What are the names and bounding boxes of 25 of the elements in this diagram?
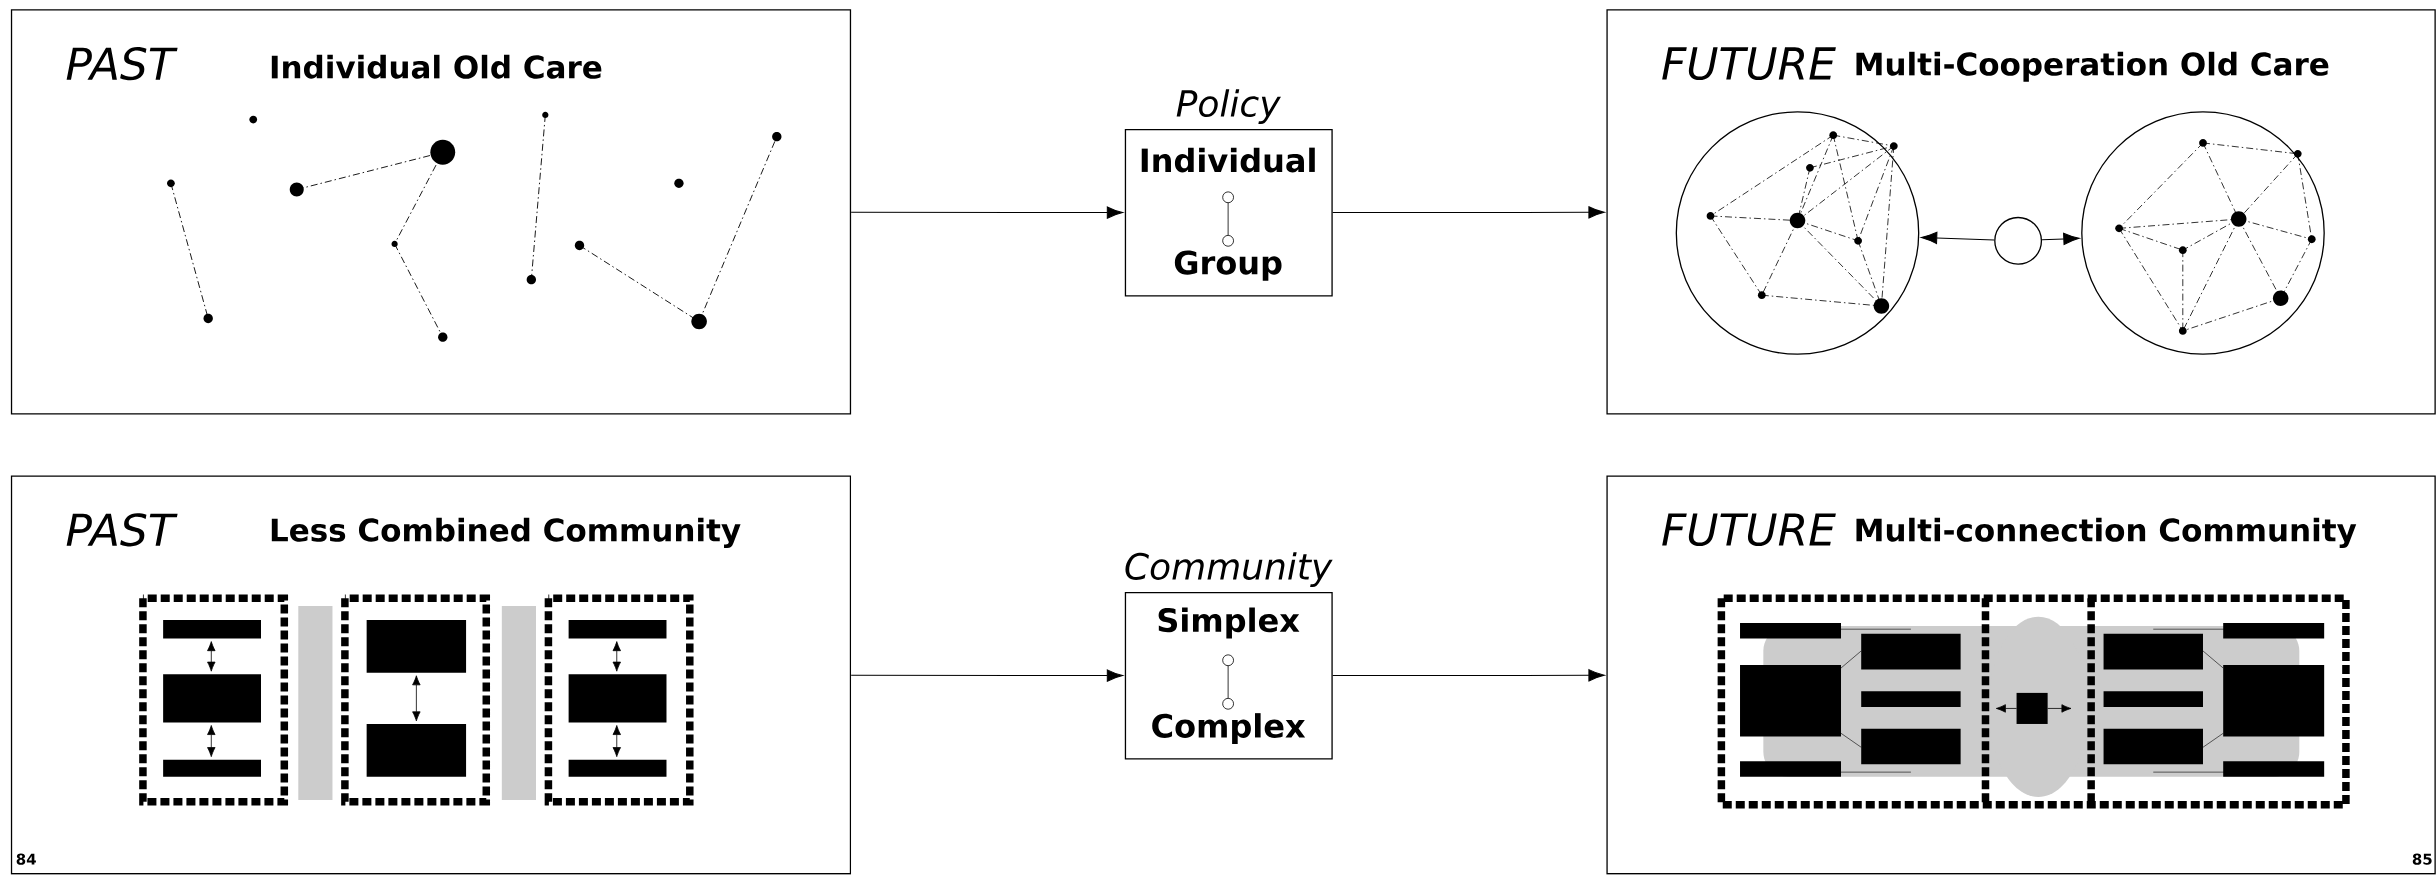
heading: FUTURE [1662,47,1836,81]
page-number: 85 [2412,853,2432,865]
circle [1675,111,1920,356]
heading: PAST [66,47,178,81]
heading: Policy [1176,89,1281,125]
circle [2081,111,2325,356]
arrow [2041,232,2080,246]
page-number: 84 [16,853,36,865]
heading: FUTURE [1662,513,1836,547]
option-label: Complex [1152,713,1306,745]
title: Less Combined Community [271,517,741,549]
arrow [850,206,1124,219]
arrow [1332,669,1605,682]
option-label: Group [1174,250,1282,282]
arrow [850,669,1124,682]
title: Individual Old Care [271,54,602,79]
option-label: Individual [1141,147,1315,173]
arrow [1332,206,1605,219]
arrow [1920,231,1995,245]
heading: PAST [66,513,178,547]
title: Multi-Cooperation Old Care [1856,51,2329,82]
title: Multi-connection Community [1856,517,2357,549]
heading: Community [1125,552,1333,588]
option-label: Simplex [1158,607,1300,639]
circle [1994,217,2043,265]
